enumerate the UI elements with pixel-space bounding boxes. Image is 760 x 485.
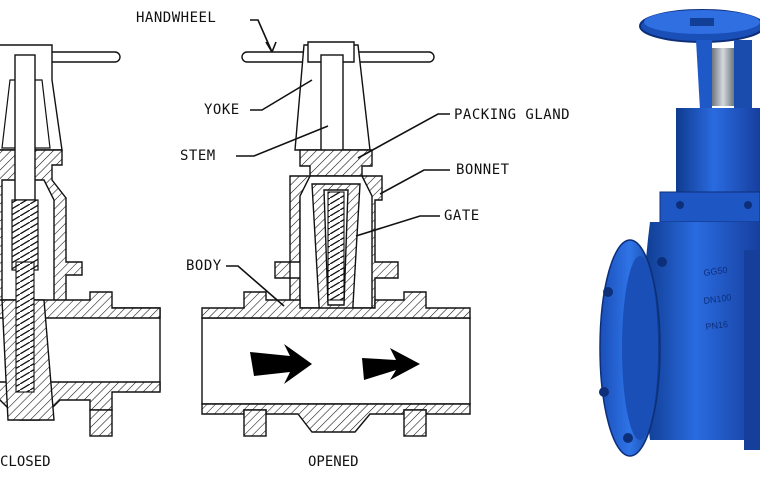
label-bonnet: BONNET [456, 162, 510, 178]
opened-body-bore [201, 317, 471, 405]
leader-handwheel-head [265, 41, 277, 53]
photo-stem [712, 48, 734, 106]
label-packing-gland: PACKING GLAND [454, 107, 570, 123]
flow-arrow-1 [250, 344, 312, 384]
closed-stem-thread [11, 199, 39, 271]
photo-body [643, 222, 760, 440]
photo-yoke-left [696, 40, 712, 110]
photo-marking-3: PN16 [705, 319, 729, 332]
opened-flange-bottom-right [403, 409, 427, 437]
label-yoke: YOKE [204, 102, 240, 118]
leader-yoke [250, 79, 313, 111]
photo-flange-hole-2 [603, 287, 613, 297]
photo-yoke-right [734, 40, 752, 110]
photo-flange-hole-1 [657, 257, 667, 267]
opened-valve-section: OPENED [201, 41, 471, 470]
photo-marking-1: GG50 [703, 265, 728, 278]
photo-bonnet-flange [659, 191, 760, 223]
opened-body-bottom [201, 403, 471, 433]
photo-marking-2: DN100 [703, 292, 732, 306]
flow-arrow-2 [362, 348, 420, 380]
caption-opened: OPENED [308, 454, 359, 470]
photo-flange-face [622, 256, 658, 440]
opened-stem-thread [327, 191, 345, 301]
photo-bolt-1 [676, 201, 684, 209]
opened-packing-gland [299, 149, 373, 177]
photo-right-flange [744, 250, 760, 450]
part-labels: HANDWHEEL YOKE STEM PACKING GLAND BONNET… [136, 10, 570, 307]
leader-packing-gland [357, 113, 450, 159]
closed-bottom-flange [89, 409, 113, 437]
leader-stem [236, 125, 329, 157]
label-stem: STEM [180, 148, 216, 164]
photo-bolt-2 [744, 201, 752, 209]
leader-bonnet [379, 169, 450, 195]
closed-gate-thread [15, 261, 35, 393]
label-body: BODY [186, 258, 222, 274]
photo-bonnet [676, 108, 760, 200]
opened-body-top [201, 291, 471, 319]
photo-flange-hole-3 [599, 387, 609, 397]
closed-valve-section: CLOSED [0, 44, 161, 470]
valve-photo: GG50 DN100 PN16 [599, 9, 760, 457]
caption-closed: CLOSED [0, 454, 51, 470]
label-handwheel: HANDWHEEL [136, 10, 216, 26]
closed-stem [14, 54, 36, 201]
opened-flange-bottom-left [243, 409, 267, 437]
leader-gate [355, 215, 440, 237]
photo-flange-hole-4 [623, 433, 633, 443]
photo-handwheel-hub [690, 18, 714, 26]
label-gate: GATE [444, 208, 480, 224]
leader-handwheel [250, 19, 273, 53]
leader-body [226, 265, 285, 307]
